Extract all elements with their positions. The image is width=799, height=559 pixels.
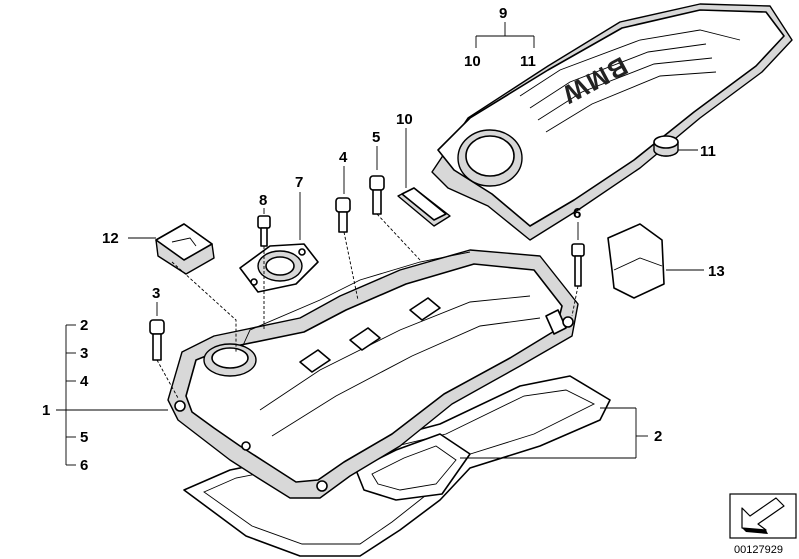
callout-8: 8 bbox=[259, 192, 267, 209]
grommet[interactable] bbox=[653, 135, 679, 157]
image-code: 00127929 bbox=[734, 544, 783, 556]
bolt-5[interactable] bbox=[369, 175, 385, 215]
callout-3-left: 3 bbox=[80, 345, 88, 362]
callout-labels: 9 10 11 10 11 5 4 7 8 12 6 13 3 2 3 4 1 … bbox=[42, 5, 725, 474]
leader-lines bbox=[56, 22, 704, 466]
callout-12: 12 bbox=[102, 230, 119, 247]
callout-9: 9 bbox=[499, 5, 507, 22]
callout-1: 1 bbox=[42, 402, 50, 419]
orientation-box: 00127929 bbox=[729, 493, 797, 556]
callout-11-top: 11 bbox=[520, 53, 536, 70]
callout-5-left: 5 bbox=[80, 429, 88, 446]
callout-7: 7 bbox=[295, 174, 303, 191]
callout-13: 13 bbox=[708, 263, 725, 280]
bolt-3[interactable] bbox=[149, 319, 165, 361]
callout-4-left: 4 bbox=[80, 373, 89, 390]
engine-cover[interactable]: BMW bbox=[431, 3, 793, 241]
heat-shield[interactable] bbox=[607, 223, 665, 299]
callout-10-top: 10 bbox=[464, 53, 481, 70]
oil-filler-cap[interactable] bbox=[155, 223, 215, 275]
callout-6-left: 6 bbox=[80, 457, 88, 474]
bolt-6[interactable] bbox=[571, 243, 585, 287]
direction-arrow-icon bbox=[741, 497, 785, 531]
vent-flange[interactable] bbox=[239, 243, 319, 293]
callout-4: 4 bbox=[339, 149, 348, 166]
callout-2-right: 2 bbox=[654, 428, 662, 445]
callout-11: 11 bbox=[700, 143, 716, 160]
seal-strip[interactable] bbox=[397, 187, 451, 227]
callout-3: 3 bbox=[152, 285, 160, 302]
callout-5: 5 bbox=[372, 129, 380, 146]
valve-cover[interactable] bbox=[167, 249, 579, 499]
callout-6: 6 bbox=[573, 205, 581, 222]
callout-2-left: 2 bbox=[80, 317, 88, 334]
bolt-8[interactable] bbox=[257, 215, 271, 247]
bolt-4[interactable] bbox=[335, 197, 351, 233]
callout-10: 10 bbox=[396, 111, 413, 128]
